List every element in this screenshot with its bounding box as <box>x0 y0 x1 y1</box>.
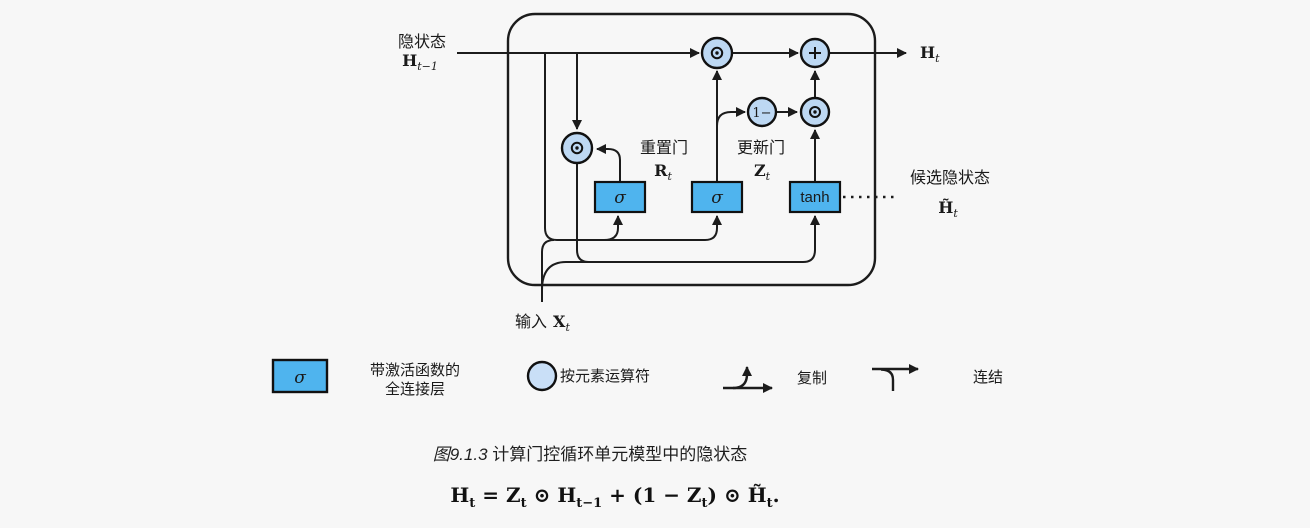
legend-fc-box <box>271 358 329 394</box>
formula-op: + (1 − <box>602 483 687 507</box>
fc-boxes: σ σ tanh <box>593 180 842 214</box>
wire-resetmul-out <box>576 163 590 263</box>
candidate-hidden-state-var: H̃t <box>938 198 958 220</box>
tanh-label: tanh <box>800 189 829 206</box>
figure-caption-text: 计算门控循环单元模型中的隐状态 <box>487 445 748 464</box>
legend-fc-label-line1: 带激活函数的 <box>370 362 460 379</box>
reset-gate-var: Rt <box>654 161 672 183</box>
legend-elementwise-circle-icon <box>526 360 558 392</box>
wire-z-to-oneminus <box>716 107 746 127</box>
wire-hprev-branch <box>544 53 558 241</box>
hidden-state-label: 隐状态 <box>398 33 446 51</box>
formula-term: H̃t <box>747 483 773 511</box>
elementwise-add-icon <box>799 37 831 69</box>
formula-op: ) ⊙ <box>707 483 748 507</box>
elementwise-multiply-top-icon <box>700 36 734 70</box>
formula-op: = <box>475 483 507 507</box>
legend-copy-icon <box>723 366 773 393</box>
tanh-box <box>788 180 842 214</box>
update-gate-var: Zt <box>754 161 771 183</box>
one-minus-icon: 1− <box>746 96 778 128</box>
gru-formula: Ht = Zt ⊙ Ht−1 + (1 − Zt) ⊙ H̃t. <box>450 483 779 511</box>
legend-elementwise-label: 按元素运算符 <box>560 367 650 385</box>
hidden-state-var: Ht−1 <box>402 51 438 73</box>
output-var: Ht <box>920 43 940 65</box>
sigma1-box <box>593 180 647 214</box>
figure-caption: 图9.1.3 计算门控循环单元模型中的隐状态 <box>433 440 748 465</box>
legend-fc-symbol: σ <box>294 368 306 388</box>
formula-term: Ht <box>450 483 476 511</box>
wire-input-main <box>541 239 555 302</box>
wire-bus1-to-sigma2 <box>557 215 722 241</box>
wire-bus1-to-sigma1 <box>603 215 623 241</box>
update-gate-label: 更新门 <box>737 139 785 157</box>
legend-concat-label: 连结 <box>973 369 1003 386</box>
sigma2-box <box>690 180 744 214</box>
sigma1-label: σ <box>614 188 626 208</box>
formula-op: . <box>772 483 780 507</box>
elementwise-multiply-reset-icon <box>560 131 594 165</box>
wires <box>457 48 907 302</box>
wire-input-branch <box>541 261 567 291</box>
wire-bus2-to-tanh <box>566 215 820 263</box>
legend-concat-icon <box>872 364 919 391</box>
elementwise-multiply-candidate-icon <box>799 96 831 128</box>
legend-copy-label: 复制 <box>797 369 827 387</box>
sigma2-label: σ <box>711 188 723 208</box>
formula-term: Zt <box>686 483 708 511</box>
wire-sigma1-to-resetmul <box>596 144 621 182</box>
formula-term: Zt <box>506 483 527 511</box>
legend: σ 带激活函数的 全连接层 按元素运算符 复制 连结 <box>271 358 1003 398</box>
figure-number: 图9.1.3 <box>432 445 488 464</box>
formula-op: ⊙ <box>526 483 558 507</box>
gru-cell-border <box>506 12 877 287</box>
formula-term: Ht−1 <box>557 483 603 511</box>
one-minus-label: 1− <box>752 106 771 121</box>
operator-circles: 1− <box>560 36 831 165</box>
candidate-hidden-state-label: 候选隐状态 <box>910 169 990 187</box>
legend-fc-label-line2: 全连接层 <box>385 380 445 398</box>
reset-gate-label: 重置门 <box>640 139 688 157</box>
